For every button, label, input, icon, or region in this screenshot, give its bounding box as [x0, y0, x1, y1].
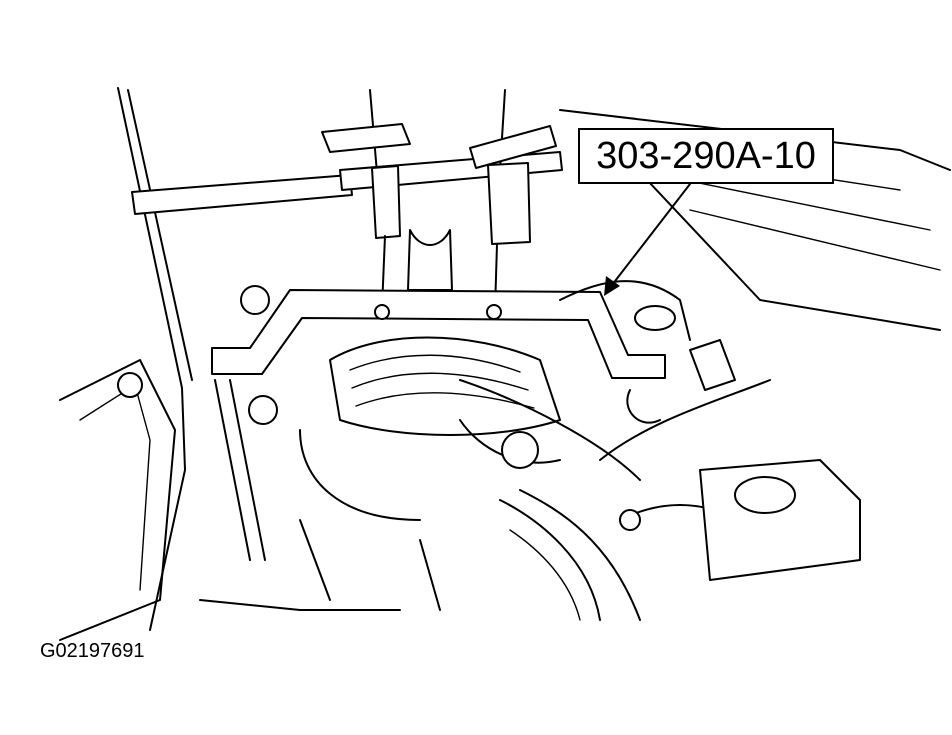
- callout-leader-arrow: [604, 183, 691, 296]
- engine-lifting-bracket: [211, 289, 666, 379]
- fender-outline: [59, 87, 951, 641]
- engine-lifting-bar: [131, 89, 563, 311]
- figure-id: G02197691: [40, 640, 145, 662]
- tool-number-callout: 303-290A-10: [578, 128, 834, 184]
- engine-components: [117, 229, 861, 621]
